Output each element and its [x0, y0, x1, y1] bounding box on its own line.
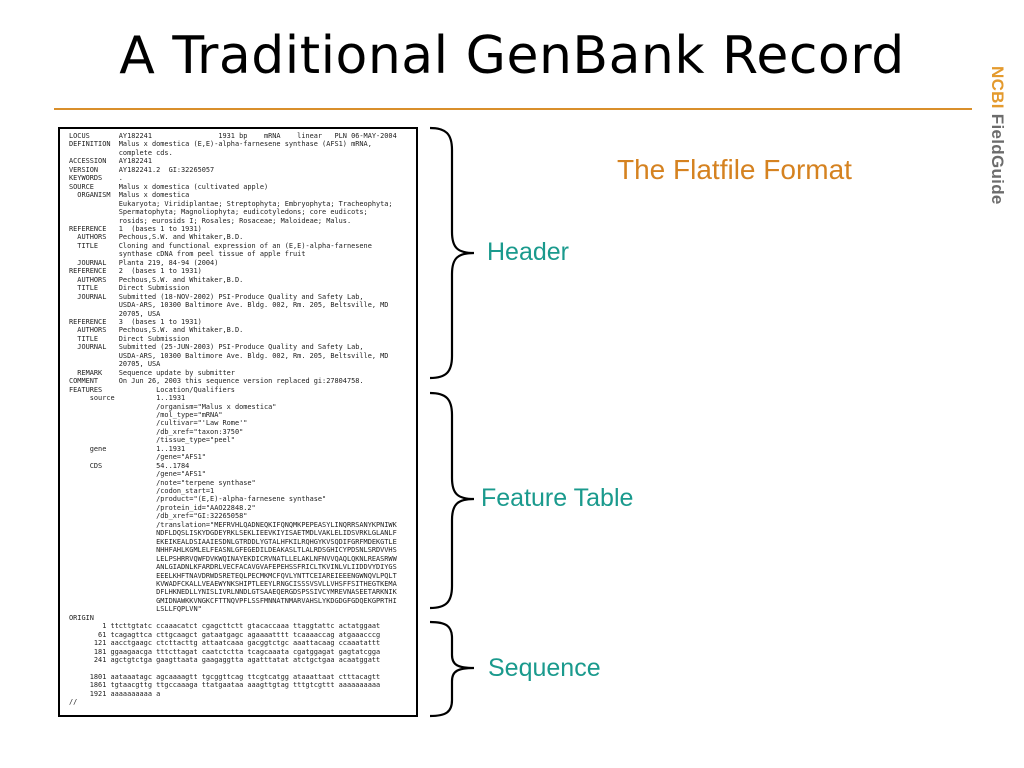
- record-line: DFLHKNEDLLYNISLIVRLNNDLGTSAAEQERGDSPSSIV…: [69, 588, 397, 597]
- record-line: NHHFAHLKGMLELFEASNLGFEGEDILDEAKASLTLALRD…: [69, 546, 397, 555]
- record-line: synthase cDNA from peel tissue of apple …: [69, 250, 306, 259]
- record-line: /protein_id="AAO22848.2": [69, 503, 256, 512]
- record-line: 181 ggaagaacga tttcttagat caatctctta tca…: [69, 647, 381, 656]
- record-line: 1801 aataaatagc agcaaaagtt tgcggttcag tt…: [69, 672, 381, 681]
- record-line: 1921 aaaaaaaaaa a: [69, 689, 161, 698]
- record-line: CDS 54..1784: [69, 461, 190, 470]
- record-line: GMIDNAWKKVNGKCFTTNQVPFLSSFMNNATNMARVAHSL…: [69, 596, 397, 605]
- record-line: REFERENCE 1 (bases 1 to 1931): [69, 224, 202, 233]
- record-line: LOCUS AY182241 1931 bp mRNA linear PLN 0…: [69, 132, 397, 140]
- record-line: LSLLFQPLVN": [69, 605, 202, 614]
- record-line: LELPSHRRVQWFDVKWQINAYEKDICRVNATLLELAKLNF…: [69, 554, 397, 563]
- record-line: NDFLDQSLISKYDGDEYRKLSEKLIEEVKIYISAETMDLV…: [69, 529, 397, 538]
- record-line: /gene="AFS1": [69, 453, 206, 462]
- record-line: rosids; eurosids I; Rosales; Rosaceae; M…: [69, 216, 352, 225]
- record-line: KVWADFCKALLVEAEWYNKSHIPTLEEYLRNGCISSSVSV…: [69, 580, 397, 589]
- record-line: EKEIKEALDSIAAIESDNLGTRDDLYGTALHFKILRQHGY…: [69, 537, 397, 546]
- record-line: USDA-ARS, 10300 Baltimore Ave. Bldg. 002…: [69, 351, 389, 360]
- feature-table-brace: [429, 391, 475, 610]
- record-line: VERSION AY182241.2 GI:32265057: [69, 165, 215, 174]
- sequence-label: Sequence: [488, 654, 601, 682]
- record-line: REFERENCE 3 (bases 1 to 1931): [69, 317, 202, 326]
- record-line: 241 agctgtctga gaagttaata gaagaggtta aga…: [69, 656, 381, 665]
- record-line: source 1..1931: [69, 394, 186, 403]
- record-line: /product="(E,E)-alpha-farnesene synthase…: [69, 495, 327, 504]
- brand-fieldguide: FieldGuide: [988, 108, 1007, 205]
- record-line: SOURCE Malus x domestica (cultivated app…: [69, 182, 269, 191]
- record-line: Eukaryota; Viridiplantae; Streptophyta; …: [69, 199, 393, 208]
- sequence-brace: [429, 620, 475, 718]
- record-line: EEELKHFTNAVDRWDSRETEQLPECMKMCFQVLYNTTCEI…: [69, 571, 397, 580]
- record-line: AUTHORS Pechous,S.W. and Whitaker,B.D.: [69, 275, 244, 284]
- record-line: ACCESSION AY182241: [69, 157, 152, 166]
- record-line: 61 tcagagttca cttgcaagct gataatgagc agaa…: [69, 630, 381, 639]
- record-line: /tissue_type="peel": [69, 436, 235, 445]
- record-line: ORIGIN: [69, 613, 94, 622]
- record-line: complete cds.: [69, 148, 173, 157]
- record-line: ORGANISM Malus x domestica: [69, 191, 190, 200]
- record-line: /organism="Malus x domestica": [69, 402, 277, 411]
- brand-ncbi: NCBI: [988, 66, 1007, 109]
- record-line: TITLE Cloning and functional expression …: [69, 241, 372, 250]
- record-line: COMMENT On Jun 26, 2003 this sequence ve…: [69, 377, 364, 386]
- record-line: TITLE Direct Submission: [69, 284, 190, 293]
- header-label: Header: [487, 238, 569, 266]
- record-line: /db_xref="taxon:3750": [69, 427, 244, 436]
- record-line: 121 aacctgaagc ctcttacttg attaatcaaa gac…: [69, 639, 381, 648]
- record-line: AUTHORS Pechous,S.W. and Whitaker,B.D.: [69, 233, 244, 242]
- feature-table-label: Feature Table: [481, 484, 634, 512]
- title-divider: [54, 108, 972, 110]
- record-line: KEYWORDS .: [69, 174, 123, 183]
- record-line: /db_xref="GI:32265058": [69, 512, 248, 521]
- record-line: Spermatophyta; Magnoliophyta; eudicotyle…: [69, 208, 368, 217]
- record-line: REMARK Sequence update by submitter: [69, 368, 235, 377]
- record-line: 20705, USA: [69, 309, 161, 318]
- record-line: JOURNAL Planta 219, 84-94 (2004): [69, 258, 219, 267]
- header-brace: [429, 126, 475, 380]
- genbank-record: LOCUS AY182241 1931 bp mRNA linear PLN 0…: [58, 127, 418, 717]
- record-line: JOURNAL Submitted (18-NOV-2002) PSI-Prod…: [69, 292, 364, 301]
- record-line: JOURNAL Submitted (25-JUN-2003) PSI-Prod…: [69, 343, 364, 352]
- record-line: USDA-ARS, 10300 Baltimore Ave. Bldg. 002…: [69, 301, 389, 310]
- record-line: DEFINITION Malus x domestica (E,E)-alpha…: [69, 140, 372, 149]
- record-line: 1861 tgtaacgttg ttgccaaaga ttatgaataa aa…: [69, 681, 381, 690]
- record-line: /cultivar="'Law Rome'": [69, 419, 248, 428]
- record-line: /translation="MEFRVHLQADNEQKIFQNQMKPEPEA…: [69, 520, 397, 529]
- record-line: /mol_type="mRNA": [69, 410, 223, 419]
- record-line: 1 ttcttgtatc ccaaacatct cgagcttctt gtaca…: [69, 622, 381, 631]
- record-line: AUTHORS Pechous,S.W. and Whitaker,B.D.: [69, 326, 244, 335]
- ncbi-fieldguide-logo: NCBI FieldGuide: [987, 66, 1007, 205]
- record-line: gene 1..1931: [69, 444, 186, 453]
- record-line: REFERENCE 2 (bases 1 to 1931): [69, 267, 202, 276]
- record-line: ANLGIADNLKFARDRLVECFACAVGVAFEPEHSSFRICLT…: [69, 563, 397, 572]
- slide-title: A Traditional GenBank Record: [119, 26, 905, 86]
- slide-subtitle: The Flatfile Format: [617, 154, 852, 185]
- record-line: /note="terpene synthase": [69, 478, 256, 487]
- record-line: //: [69, 698, 78, 707]
- record-line: /gene="AFS1": [69, 470, 206, 479]
- record-line: 20705, USA: [69, 360, 161, 369]
- record-line: TITLE Direct Submission: [69, 334, 190, 343]
- record-line: FEATURES Location/Qualifiers: [69, 385, 235, 394]
- record-line: /codon_start=1: [69, 487, 215, 496]
